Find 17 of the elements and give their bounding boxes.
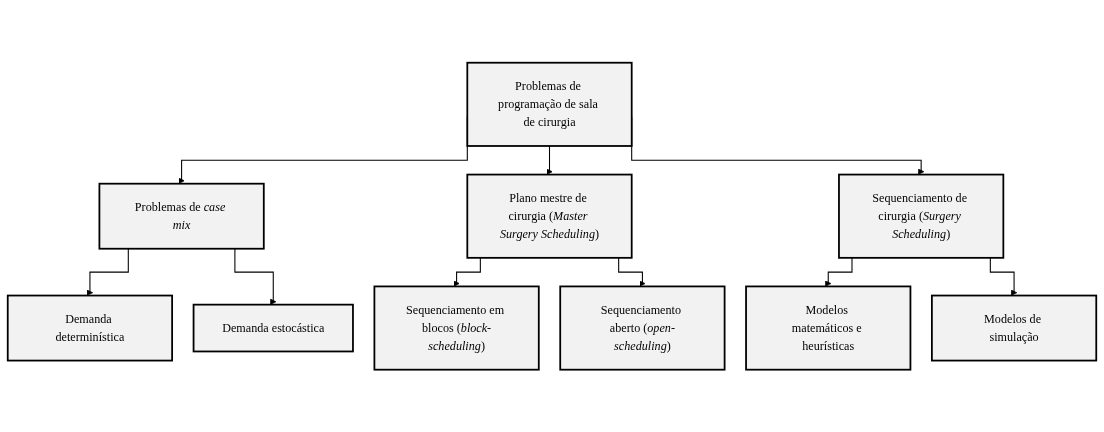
node-box: Problemas de programação de sala de cirurgia [466,61,633,147]
arrow [989,257,1018,296]
node-box: Modelos de simulação [931,294,1098,362]
node-box: Plano mestre de cirurgia (Master Surgery Scheduling) [466,173,633,259]
node-box: Demanda determinística [6,294,173,362]
arrow [234,248,277,305]
node-box: Sequenciamento em blocos (block-scheduling) [373,285,540,371]
node-box: Problemas de case mix [98,182,265,250]
node-box: Demanda estocástica [192,303,354,353]
node-box: Sequenciamento de cirurgia (Surgery Scheduling) [838,173,1005,259]
arrow [546,145,553,175]
arrow [86,248,129,296]
arrow [453,257,481,287]
node-box: Sequenciamento aberto (open-scheduling) [559,285,726,371]
arrow [825,257,853,287]
node-box: Modelos matemáticos e heurísticas [745,285,912,371]
arrow [618,257,646,287]
